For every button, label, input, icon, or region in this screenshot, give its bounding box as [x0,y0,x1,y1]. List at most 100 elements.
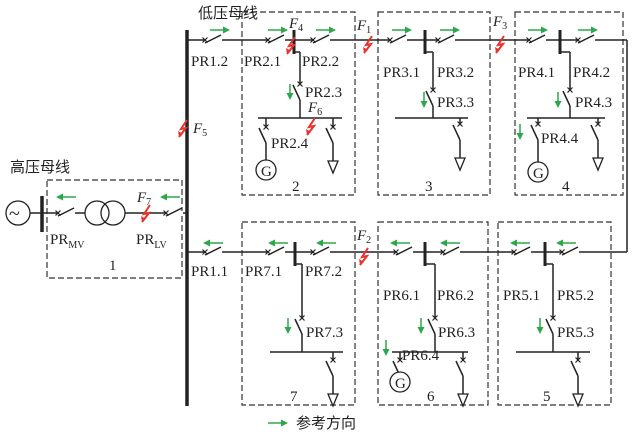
switch-pr4-2-blade [577,34,595,44]
fault-bolt-icon-f5 [178,131,183,137]
fault-label-f3: F3 [492,14,507,32]
load-triangle-icon [592,157,604,172]
switch-x-mark [397,357,403,363]
fault-bolt-icon-f7 [141,204,152,223]
switch-pr4-4-gap [536,125,540,140]
label-pr-mv: PRMV [50,232,85,251]
switch-x-mark [535,121,541,127]
generator-icon [527,161,549,183]
switch-pr2-1-blade [267,34,285,44]
switch-x-mark [430,87,436,93]
label-pr6-2: PR6.2 [437,288,474,304]
fault-label-f4: F4 [288,16,303,34]
switch-pr6-1-blade [395,246,413,256]
pr-lv-sub: LV [154,240,167,251]
switch-pr6-2-gap [444,250,460,254]
arrow-down-icon [417,327,425,334]
arrow-right-icon [329,26,336,34]
switch-load-5-blade [570,360,579,377]
load-triangle-icon [457,393,469,408]
label-pr5-3: PR5.3 [557,325,594,341]
switch-pr1-1-blade [204,246,222,256]
switch-load-4-blade [590,124,599,141]
switch-x-mark [595,121,601,127]
f2-main: F [356,228,367,244]
f3-main: F [492,14,503,30]
switch-pr5-2-gap [563,250,579,254]
switch-pr2-2-gap [314,38,330,42]
label-pr5-1: PR5.1 [503,288,540,304]
arrow-down-icon [286,93,294,100]
fault-bolt-icon-f5 [178,119,189,138]
switch-pr3-2-blade [437,34,455,44]
arrow-down-icon [382,349,390,356]
label-pr5-2: PR5.2 [557,288,594,304]
arrow-right-icon [405,26,412,34]
arrow-left-icon [56,193,63,201]
load-triangle-icon [454,157,466,172]
switch-pr2-3-blade [292,84,301,101]
switch-load-4-gap [596,125,600,140]
generator-icon [255,159,277,181]
switch-pr2-1-gap [269,38,285,42]
arrow-left-icon [510,239,517,247]
switch-x-mark [299,315,305,321]
fault-bolt-icon-f4 [286,48,291,54]
label-pr6-4: PR6.4 [402,348,440,364]
arrow-down-icon [554,101,562,108]
switch-x-mark [457,121,463,127]
switch-x-mark [387,37,393,43]
box-number-3: 3 [425,179,433,195]
switch-x-mark [575,37,581,43]
label-pr4-3: PR4.3 [575,95,612,111]
box-number-2: 2 [292,179,300,195]
fault-bolt-icon-f2 [359,247,370,266]
fault-label-f2: F2 [356,228,371,246]
switch-pr6-2-blade [442,246,460,256]
switch-pr7-3-gap [300,319,304,334]
arrow-right-icon [223,26,230,34]
switch-pr4-1-blade [528,34,546,44]
switch-x-mark [265,249,271,255]
arrow-down-icon [420,101,428,108]
switch-pr-lv-gap [167,211,183,215]
load-triangle-icon [572,393,584,408]
f6-sub: 6 [317,107,322,118]
label-pr4-4: PR4.4 [541,131,579,147]
pr-mv-main: PR [50,232,68,248]
switch-x-mark [297,81,303,87]
switch-pr7-2-gap [314,250,330,254]
switch-load-3-blade [452,124,461,141]
switch-pr6-4-gap [398,361,402,376]
label-pr3-2: PR3.2 [437,65,474,81]
arrow-down-icon [284,327,292,334]
switch-pr4-2-gap [579,38,595,42]
switch-load-3-gap [458,125,462,140]
f5-sub: 5 [202,128,207,139]
switch-load-7-gap [331,361,335,376]
f2-sub: 2 [366,235,371,246]
switch-x-mark [393,249,399,255]
arrow-left-icon [316,239,323,247]
switch-load-2-gap [331,128,335,143]
switch-pr1-1-gap [206,250,222,254]
legend-label: 参考方向 [296,414,356,432]
switch-pr4-3-gap [568,91,572,106]
switch-pr-mv-gap [59,211,75,215]
transformer-icon [84,200,110,226]
pr-mv-sub: MV [68,240,85,251]
switch-x-mark [330,357,336,363]
switch-pr2-3-gap [298,85,302,100]
switch-x-mark [202,249,208,255]
switch-pr7-1-blade [267,246,285,256]
dashed-box-3 [377,11,491,196]
f1-main: F [356,18,367,34]
label-pr6-1: PR6.1 [383,288,420,304]
switch-pr5-1-blade [513,246,531,256]
fault-label-f5: F5 [192,121,207,139]
switch-pr6-1-gap [397,250,413,254]
label-pr2-4: PR2.4 [271,136,309,152]
arrow-right-icon [281,419,288,427]
